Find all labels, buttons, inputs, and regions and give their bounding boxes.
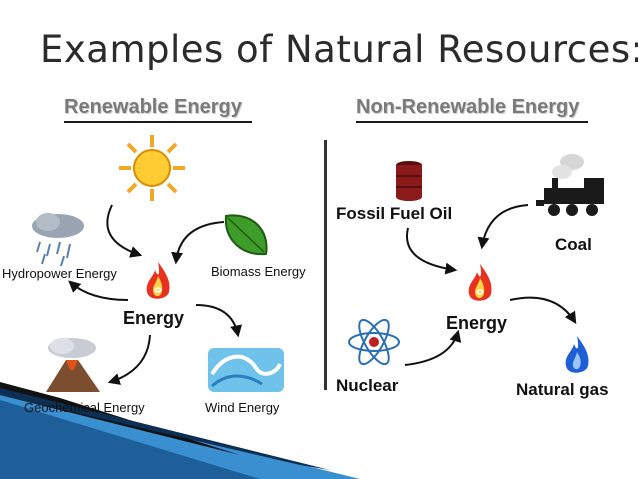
flame-icon: [146, 262, 170, 299]
renewable-heading: Renewable Energy: [64, 96, 242, 118]
renewable-center-label: Energy: [123, 308, 185, 328]
geochemical-label: Geochemical Energy: [24, 400, 145, 415]
page-title: Examples of Natural Resources:: [40, 28, 638, 71]
leaf-icon: [224, 214, 268, 256]
nonrenewable-heading: Non-Renewable Energy: [356, 96, 580, 118]
biomass-label: Biomass Energy: [211, 264, 306, 279]
hydropower-label: Hydropower Energy: [2, 266, 117, 281]
flame-icon-2: [468, 264, 492, 301]
coal-label: Coal: [555, 235, 592, 254]
natural-gas-label: Natural gas: [516, 380, 609, 399]
oil-barrel-icon: [396, 161, 422, 201]
renewable-heading-underline: [64, 121, 252, 123]
nonrenewable-center-label: Energy: [446, 313, 508, 333]
steam-train-icon: [536, 154, 604, 216]
gas-flame-icon: [565, 336, 589, 373]
rain-cloud-icon: [32, 213, 84, 267]
sun-icon: [119, 135, 185, 201]
wind-label: Wind Energy: [205, 400, 280, 415]
nuclear-label: Nuclear: [336, 376, 399, 395]
section-divider: [324, 140, 327, 390]
volcano-icon: [46, 338, 100, 392]
atom-icon: [348, 318, 400, 366]
fossil-fuel-label: Fossil Fuel Oil: [336, 204, 453, 223]
wind-wave-icon: [208, 348, 284, 392]
nonrenewable-heading-underline: [356, 121, 588, 123]
